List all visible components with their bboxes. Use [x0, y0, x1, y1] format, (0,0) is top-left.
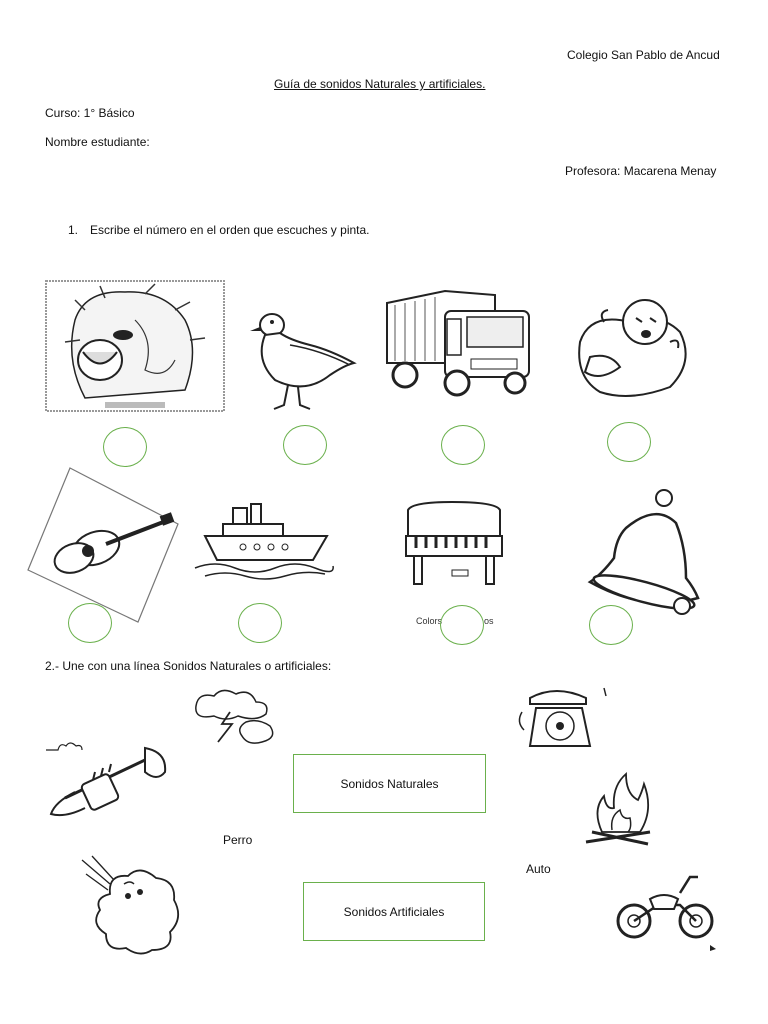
natural-sounds-box[interactable]: Sonidos Naturales [293, 754, 486, 813]
instruction-1: Escribe el número en el orden que escuch… [90, 223, 370, 237]
campfire-image [582, 770, 654, 852]
school-name: Colegio San Pablo de Ancud [567, 48, 720, 62]
crying-baby-image [570, 282, 698, 412]
instruction-number: 1. [68, 223, 79, 237]
artificial-sounds-label: Sonidos Artificiales [343, 904, 445, 919]
piano-caption-tail: os [484, 616, 494, 626]
trumpet-image [45, 742, 169, 822]
ship-image [195, 502, 333, 580]
motorcycle-image [614, 871, 716, 951]
teacher-name: Profesora: Macarena Menay [565, 164, 717, 178]
word-car: Auto [526, 862, 551, 876]
course-label: Curso: 1° Básico [45, 106, 135, 120]
artificial-sounds-box[interactable]: Sonidos Artificiales [303, 882, 485, 941]
seagull-image [250, 305, 356, 413]
instruction-2: 2.- Une con una línea Sonidos Naturales … [45, 659, 332, 673]
piano-caption: Colors [416, 616, 443, 626]
piano-image [402, 500, 506, 586]
bell-image [586, 488, 700, 616]
answer-circle-6[interactable] [238, 603, 282, 643]
lion-image [45, 280, 225, 412]
answer-circle-7[interactable] [440, 605, 484, 645]
answer-circle-2[interactable] [283, 425, 327, 465]
cloud-mark-icon [44, 738, 84, 752]
storm-cloud-image [186, 686, 280, 748]
student-name-label: Nombre estudiante: [45, 135, 150, 149]
answer-circle-5[interactable] [68, 603, 112, 643]
telephone-image [516, 682, 610, 756]
guitar-image [26, 466, 180, 624]
truck-image [385, 283, 533, 399]
natural-sounds-label: Sonidos Naturales [340, 776, 439, 791]
word-dog: Perro [223, 833, 253, 847]
answer-circle-4[interactable] [607, 422, 651, 462]
answer-circle-1[interactable] [103, 427, 147, 467]
answer-circle-3[interactable] [441, 425, 485, 465]
answer-circle-8[interactable] [589, 605, 633, 645]
page-title: Guía de sonidos Naturales y artificiales… [274, 77, 486, 91]
wind-image [80, 854, 184, 958]
